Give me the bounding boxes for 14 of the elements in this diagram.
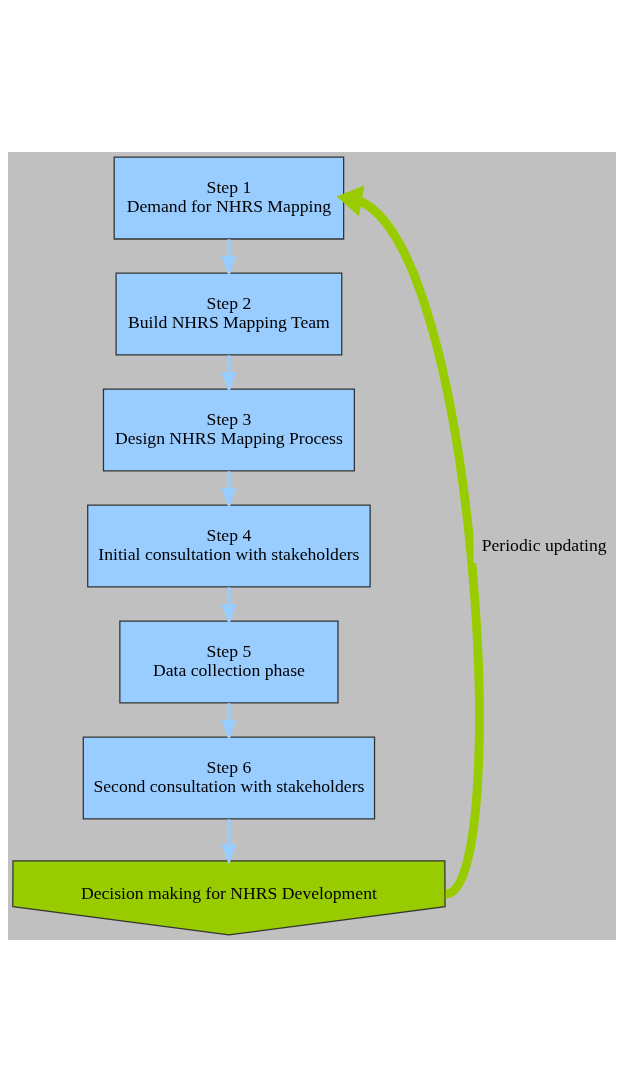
node-box: Step 2 Build NHRS Mapping Team <box>115 271 343 356</box>
node-box: Step 5 Data collection phase <box>119 619 339 704</box>
arrow <box>221 702 237 741</box>
arrow <box>221 818 237 865</box>
arrow <box>221 470 237 509</box>
arrow <box>221 238 237 277</box>
arrow <box>221 354 237 393</box>
node-box: Step 4 Initial consultation with stakeholders <box>87 503 371 588</box>
node-box: Step 1 Demand for NHRS Mapping <box>113 155 345 240</box>
edge-label: Periodic updating <box>481 534 607 555</box>
node-box: Step 3 Design NHRS Mapping Process <box>102 387 355 472</box>
node-box: Step 6 Second consultation with stakeholders <box>82 735 376 820</box>
arrow <box>336 185 484 897</box>
arrow <box>221 586 237 625</box>
